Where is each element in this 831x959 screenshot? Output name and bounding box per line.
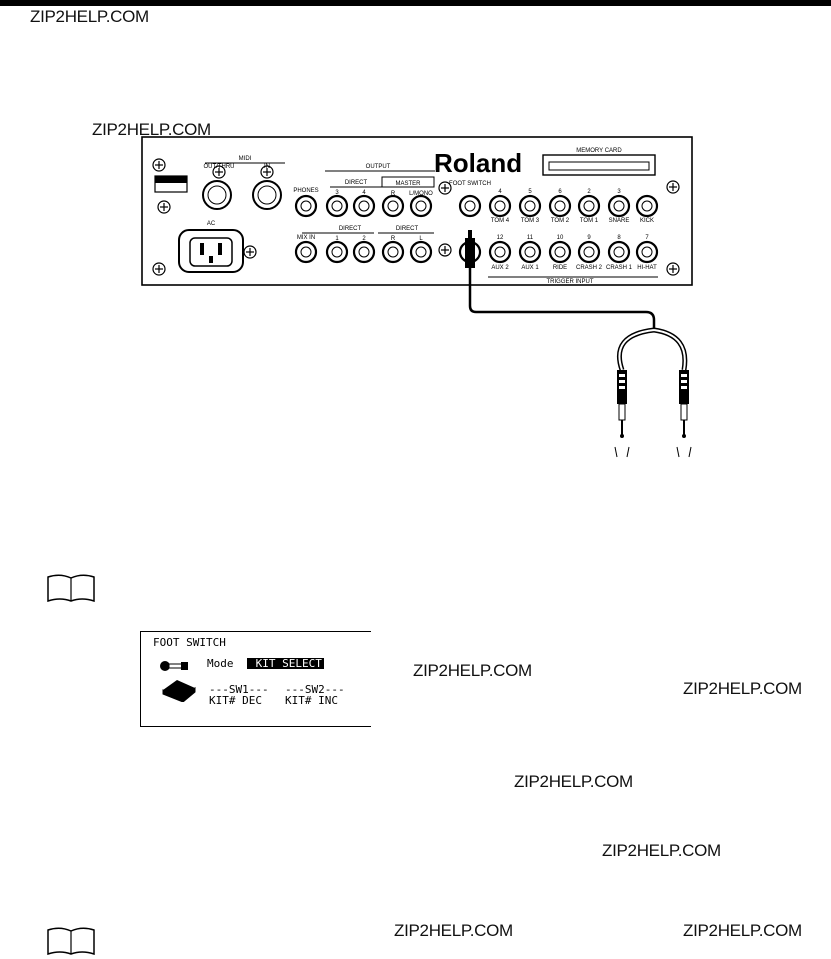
- svg-text:DIRECT: DIRECT: [339, 226, 362, 232]
- watermark: ZIP2HELP.COM: [514, 772, 633, 791]
- lcd-mode-value: KIT SELECT: [247, 657, 324, 670]
- trigger-number-label: 9: [587, 235, 591, 241]
- svg-text:MIDI: MIDI: [239, 156, 252, 162]
- screw-icon: [666, 262, 680, 276]
- trigger-name-label: TOM 4: [491, 218, 510, 224]
- svg-text:MIX IN: MIX IN: [297, 235, 315, 241]
- trigger-number-label: 3: [617, 189, 621, 195]
- trigger-number-label: 10: [557, 235, 564, 241]
- book-icon: [47, 574, 95, 603]
- svg-text:4: 4: [362, 190, 366, 196]
- trigger-name-label: CRASH 1: [606, 265, 633, 271]
- trigger-number-label: 8: [617, 235, 621, 241]
- svg-text:L: L: [419, 236, 423, 242]
- trigger-name-label: TOM 3: [521, 218, 540, 224]
- jack-plug-icon: [160, 661, 188, 671]
- brand-logo: Roland: [434, 148, 522, 178]
- trigger-number-label: 2: [587, 189, 591, 195]
- watermark: ZIP2HELP.COM: [413, 661, 532, 680]
- trigger-name-label: AUX 2: [491, 265, 509, 271]
- watermark: ZIP2HELP.COM: [394, 921, 513, 940]
- watermark: ZIP2HELP.COM: [683, 679, 802, 698]
- lcd-display: FOOT SWITCH Mode KIT SELECT ---SW1--- --…: [140, 631, 371, 727]
- svg-text:2: 2: [362, 236, 366, 242]
- trigger-number-label: 7: [645, 235, 649, 241]
- foot-switch-jack: [458, 194, 482, 218]
- lcd-mode-label: Mode: [207, 657, 234, 670]
- svg-text:MASTER: MASTER: [395, 181, 421, 187]
- lcd-sw1-header: ---SW1---: [209, 683, 269, 696]
- watermark: ZIP2HELP.COM: [30, 7, 149, 26]
- svg-text:3: 3: [335, 190, 339, 196]
- output-jacks-lower: [294, 240, 433, 264]
- trigger-name-label: AUX 1: [521, 265, 539, 271]
- trigger-number-label: 11: [527, 235, 534, 241]
- output-jacks-upper: [294, 194, 433, 218]
- trigger-name-label: CRASH 2: [576, 265, 603, 271]
- watermark: ZIP2HELP.COM: [602, 841, 721, 860]
- svg-text:TRIGGER INPUT: TRIGGER INPUT: [546, 279, 593, 285]
- trigger-jacks-lower: [488, 240, 659, 264]
- trigger-name-label: KICK: [640, 218, 654, 224]
- screw-icon: [152, 262, 166, 276]
- svg-text:R: R: [391, 191, 396, 197]
- svg-text:L/MONO: L/MONO: [409, 191, 433, 197]
- watermark: ZIP2HELP.COM: [683, 921, 802, 940]
- svg-text:IN: IN: [264, 164, 270, 170]
- svg-text:R: R: [391, 236, 396, 242]
- svg-text:DIRECT: DIRECT: [396, 226, 419, 232]
- trigger-name-label: TOM 1: [580, 218, 599, 224]
- book-icon: [47, 927, 95, 956]
- foot-switch-cable: [468, 268, 656, 330]
- trigger-jacks-upper: [488, 194, 659, 218]
- svg-text:AC: AC: [207, 221, 216, 227]
- lcd-sw2-value: KIT# INC: [285, 694, 338, 707]
- jack-plug-icon: [679, 370, 689, 438]
- trigger-name-label: SNARE: [609, 218, 630, 224]
- trigger-name-label: TOM 2: [551, 218, 570, 224]
- trigger-name-label: HI-HAT: [637, 265, 657, 271]
- midi-out-jack: [202, 180, 232, 210]
- trigger-number-label: 5: [528, 189, 532, 195]
- lcd-sw2-header: ---SW2---: [285, 683, 345, 696]
- svg-text:OUTPUT: OUTPUT: [366, 164, 391, 170]
- top-rule: [0, 0, 831, 6]
- foot-pedal-icon: [162, 680, 196, 702]
- lcd-sw1-value: KIT# DEC: [209, 694, 262, 707]
- svg-text:FOOT SWITCH: FOOT SWITCH: [449, 181, 491, 187]
- trigger-number-label: 6: [558, 189, 562, 195]
- svg-text:PHONES: PHONES: [293, 188, 318, 194]
- svg-text:DIRECT: DIRECT: [345, 180, 368, 186]
- watermark: ZIP2HELP.COM: [92, 120, 211, 139]
- lcd-title: FOOT SWITCH: [153, 636, 226, 649]
- svg-text:MEMORY CARD: MEMORY CARD: [576, 148, 622, 154]
- screw-icon: [666, 180, 680, 194]
- screw-icon: [243, 245, 257, 259]
- screw-icon: [438, 243, 452, 257]
- midi-in-jack: [252, 180, 282, 210]
- trigger-name-label: RIDE: [553, 265, 567, 271]
- trigger-number-label: 12: [497, 235, 504, 241]
- screw-icon: [157, 200, 171, 214]
- svg-text:1: 1: [335, 236, 339, 242]
- trigger-number-label: 4: [498, 189, 502, 195]
- jack-plug-icon: [617, 370, 627, 438]
- screw-icon: [152, 158, 166, 172]
- memory-card-slot: [542, 154, 656, 176]
- svg-text:OUT/THRU: OUT/THRU: [204, 164, 235, 170]
